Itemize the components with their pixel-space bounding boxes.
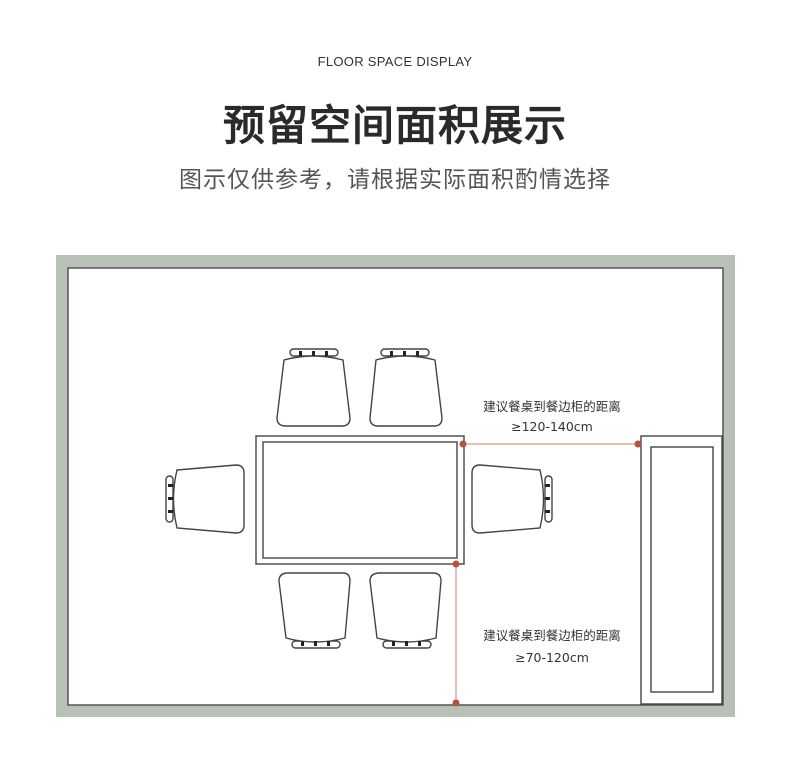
page-subtitle: 图示仅供参考，请根据实际面积酌情选择 [179, 167, 611, 193]
chair-bottom-left [278, 572, 351, 649]
horizontal-distance-value: ≥120-140cm [511, 419, 593, 434]
guide-marker-table-right [459, 440, 467, 448]
vertical-distance-value: ≥70-120cm [515, 650, 589, 665]
dining-table-inner [262, 441, 458, 559]
section-eyebrow: FLOOR SPACE DISPLAY [317, 54, 473, 69]
chair-right [471, 464, 553, 534]
chair-top-left [276, 348, 351, 427]
guide-marker-wall [452, 699, 460, 707]
guide-marker-sideboard [634, 440, 642, 448]
sideboard-inner [650, 446, 714, 693]
vertical-distance-label: 建议餐桌到餐边柜的距离 [483, 628, 621, 643]
chair-bottom-right [369, 572, 442, 649]
horizontal-distance-label: 建议餐桌到餐边柜的距离 [483, 399, 621, 414]
chair-top-right [369, 348, 443, 427]
page-title: 预留空间面积展示 [222, 101, 567, 150]
chair-left [165, 464, 245, 534]
guide-marker-table-bottom [452, 560, 460, 568]
